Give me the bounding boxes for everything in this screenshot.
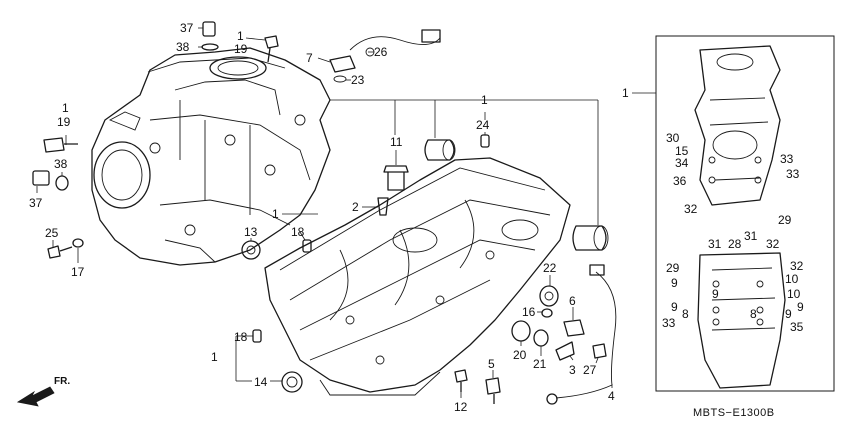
callout-9-b: 9 [712,287,719,301]
callout-9-e: 9 [785,307,792,321]
callout-21: 21 [533,357,547,371]
callout-36: 36 [673,174,687,188]
callout-12: 12 [454,400,468,414]
callout-14: 14 [254,375,268,389]
callout-29-lower: 29 [666,261,680,275]
upper-crankcase-drawing [91,47,331,266]
callout-38-top: 38 [176,40,190,54]
callout-3: 3 [569,363,576,377]
arrow-left-icon [16,386,55,407]
callout-30: 30 [666,131,680,145]
callout-37-top: 37 [180,21,194,35]
callout-24: 24 [476,118,490,132]
callout-27: 27 [583,363,597,377]
callout-31-lower-a: 31 [708,237,722,251]
callout-31-lower-b: 31 [744,229,758,243]
callout-17: 17 [71,265,85,279]
callout-18-upper: 18 [291,225,305,239]
callout-28: 28 [728,237,742,251]
callout-5: 5 [488,357,495,371]
callout-1-upper-right: 1 [481,93,488,107]
callout-1-left: 1 [62,101,69,115]
callout-1-middle: 1 [272,207,279,221]
callout-15: 15 [675,144,689,158]
callout-22: 22 [543,261,557,275]
callout-33-lower: 33 [662,316,676,330]
callout-16: 16 [522,305,536,319]
callout-6: 6 [569,294,576,308]
callout-38-left: 38 [54,157,68,171]
callout-10-a: 10 [785,272,799,286]
callout-37-left: 37 [29,196,43,210]
callout-1-lower-left: 1 [211,350,218,364]
callout-7: 7 [306,51,313,65]
callout-26: 26 [374,45,388,59]
callout-1-top: 1 [237,29,244,43]
callout-25: 25 [45,226,59,240]
callout-2: 2 [352,200,359,214]
detail-panel-frame [655,35,835,392]
callout-35: 35 [790,320,804,334]
callout-33-upper-b: 33 [786,167,800,181]
callout-18-lower: 18 [234,330,248,344]
callout-29-upper: 29 [778,213,792,227]
callout-9-c: 9 [671,300,678,314]
callout-33-upper-a: 33 [780,152,794,166]
callout-32-upper: 32 [684,202,698,216]
callout-8-a: 8 [682,307,689,321]
callout-19-left: 19 [57,115,71,129]
diagram-code: MBTS−E1300B [693,407,775,419]
callout-labels: 37 38 1 19 7 26 23 1 19 38 37 25 17 11 1… [29,21,804,419]
leader-lines [36,27,656,398]
callout-11: 11 [390,135,403,149]
detail-panel [655,35,835,392]
callout-10-b: 10 [787,287,801,301]
callout-9-d: 9 [797,300,804,314]
callout-20: 20 [513,348,527,362]
small-parts-drawing [32,21,617,405]
callout-4: 4 [608,389,615,403]
lower-crankcase-drawing [264,157,571,396]
direction-label: FR. [54,376,70,387]
callout-13: 13 [244,225,258,239]
callout-19-top: 19 [234,42,248,56]
callout-9-a: 9 [671,276,678,290]
callout-32-lower-a: 32 [766,237,780,251]
callout-8-b: 8 [750,307,757,321]
callout-32-lower-b: 32 [790,259,804,273]
callout-34: 34 [675,156,689,170]
front-direction-arrow: FR. [16,376,70,407]
callout-23: 23 [351,73,365,87]
callout-1-detail: 1 [622,86,629,100]
